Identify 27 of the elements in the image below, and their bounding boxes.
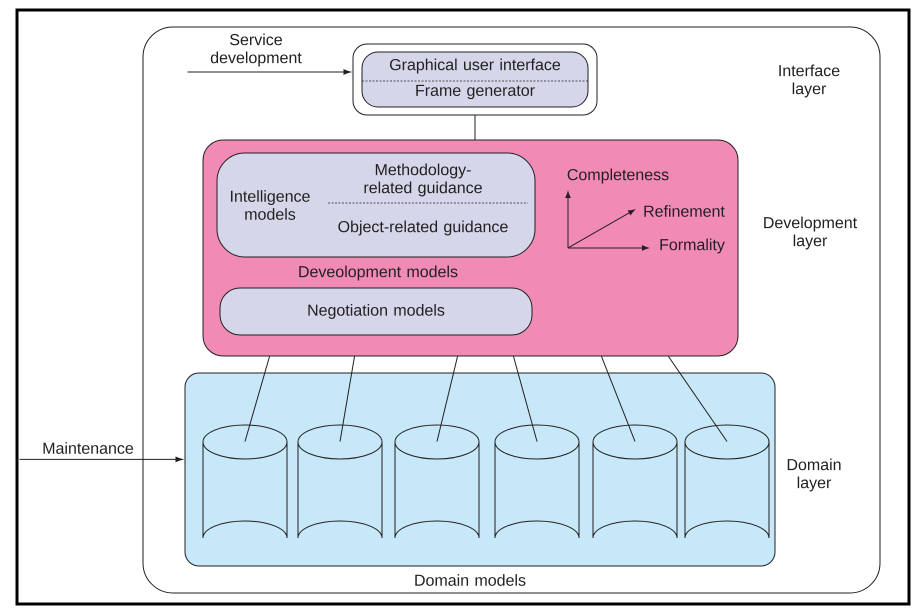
layer-label: Development layer — [764, 216, 857, 250]
database-cylinder — [494, 424, 580, 538]
flow-label: Maintenance — [44, 442, 134, 454]
connector-line — [668, 356, 728, 442]
flow-label: Service development — [210, 34, 302, 66]
node-label: Domain models — [415, 574, 526, 586]
layer-label: Refinement — [644, 205, 725, 217]
connector-line — [244, 356, 270, 442]
database-cylinder — [592, 424, 678, 538]
connector-line — [340, 356, 355, 442]
layer-label: Formality — [660, 238, 725, 254]
connector-line — [436, 356, 458, 442]
layer-label: Interface layer — [779, 64, 840, 98]
layer-label: Completeness — [568, 168, 669, 184]
guidance-box: Intelligence models Methodology-related guidance Object-related guidance — [216, 152, 536, 258]
database-cylinder — [298, 424, 382, 538]
database-cylinder — [202, 424, 288, 538]
negotiation-box: Negotiation models — [220, 288, 532, 336]
connector-line — [513, 356, 538, 442]
interface-box: Graphical user interface Frame generator — [352, 44, 598, 116]
connector-line — [187, 69, 351, 75]
connector-line — [474, 115, 476, 140]
connector-line — [19, 456, 183, 462]
connector-line — [601, 356, 636, 442]
database-cylinder — [684, 424, 770, 538]
database-cylinder — [394, 424, 480, 538]
layer-label: Domain layer — [788, 458, 841, 492]
